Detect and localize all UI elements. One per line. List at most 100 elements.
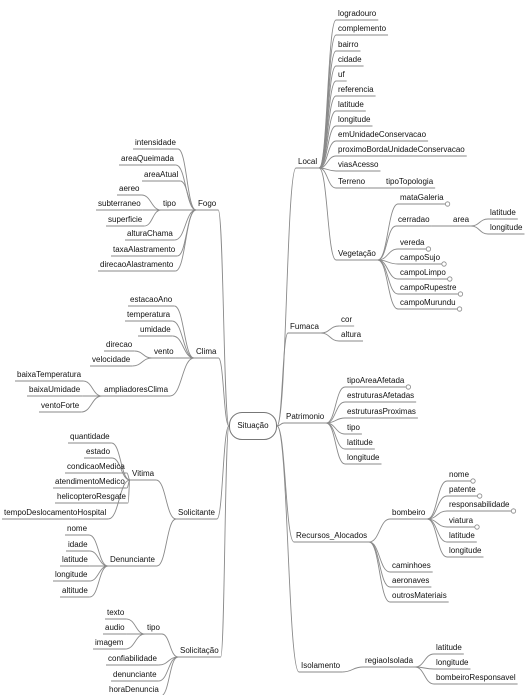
node-vitima-condicaomedica[interactable]: condicaoMedica (67, 462, 125, 471)
node-clima-vento[interactable]: vento (154, 347, 174, 356)
node-vegetacao-campolimpo[interactable]: campoLimpo (400, 268, 446, 277)
node-fogo-intensidade[interactable]: intensidade (135, 138, 176, 147)
node-fogo-direcaoalastramento[interactable]: direcaoAlastramento (100, 260, 174, 269)
node-local-proximobordaunidadeconservacao[interactable]: proximoBordaUnidadeConservacao (338, 145, 465, 154)
collapsed-dot-74[interactable] (447, 276, 453, 282)
node-recursos[interactable]: Recursos_Alocados (296, 531, 368, 540)
node-denunciante-latitude[interactable]: latitude (62, 555, 88, 564)
node-fogo-tipo-superficie[interactable]: superficie (108, 215, 143, 224)
node-recursos-bombeiro[interactable]: bombeiro (392, 508, 426, 517)
node-bombeiro-patente[interactable]: patente (449, 485, 476, 494)
node-local-vegetacao[interactable]: Vegetação (338, 249, 376, 258)
node-vitima-tempodeslocamentohospital[interactable]: tempoDeslocamentoHospital (4, 508, 107, 517)
node-vegetacao-vereda[interactable]: vereda (400, 238, 425, 247)
node-vegetacao-camposujo[interactable]: campoSujo (400, 253, 441, 262)
node-bombeiro-latitude[interactable]: latitude (449, 531, 475, 540)
node-local-terreno[interactable]: Terreno (338, 177, 366, 186)
node-recursos-caminhoes[interactable]: caminhoes (392, 561, 431, 570)
node-vegetacao-campomurundu[interactable]: campoMurundu (400, 298, 456, 307)
node-recursos-outrosmateriais[interactable]: outrosMateriais (392, 591, 447, 600)
node-vitima-quantidade[interactable]: quantidade (70, 432, 110, 441)
node-solicitacao[interactable]: Solicitação (180, 646, 219, 655)
node-local-emunidadeconservacao[interactable]: emUnidadeConservacao (338, 130, 427, 139)
node-bombeiro-nome[interactable]: nome (449, 470, 470, 479)
node-bombeiro-longitude[interactable]: longitude (449, 546, 482, 555)
node-denunciante-altitude[interactable]: altitude (62, 586, 88, 595)
collapsed-dot-119[interactable] (477, 493, 483, 499)
node-local-viasacesso[interactable]: viasAcesso (338, 160, 379, 169)
collapsed-dot-118[interactable] (470, 478, 476, 484)
node-fogo-tipo-aereo[interactable]: aereo (119, 184, 140, 193)
node-clima-estacaoano[interactable]: estacaoAno (130, 295, 173, 304)
node-denunciante-idade[interactable]: idade (68, 540, 88, 549)
node-local-bairro[interactable]: bairro (338, 40, 359, 49)
node-clima-ampliadoresclima[interactable]: ampliadoresClima (104, 385, 169, 394)
node-solicitacao-imagem[interactable]: imagem (95, 638, 124, 647)
node-clima-baixatemperatura[interactable]: baixaTemperatura (17, 370, 82, 379)
node-isolamento[interactable]: Isolamento (301, 661, 341, 670)
node-area-latitude[interactable]: latitude (490, 208, 516, 217)
collapsed-dot-76[interactable] (456, 306, 463, 312)
collapsed-dot-71[interactable] (444, 201, 451, 207)
node-fumaca-altura[interactable]: altura (341, 330, 362, 339)
node-solicitacao-denunciante[interactable]: denunciante (113, 670, 157, 679)
node-bombeiro-responsabilidade[interactable]: responsabilidade (449, 500, 510, 509)
node-fogo-areaqueimada[interactable]: areaQueimada (121, 154, 174, 163)
node-fumaca-cor[interactable]: cor (341, 315, 353, 324)
node-patrimonio-estruturasproximas[interactable]: estruturasProximas (347, 407, 416, 416)
node-fogo-areaatual[interactable]: areaAtual (144, 170, 179, 179)
node-fogo[interactable]: Fogo (198, 199, 217, 208)
node-vegetacao-camporupestre[interactable]: campoRupestre (400, 283, 457, 292)
root-node[interactable]: Situação (229, 412, 277, 440)
node-patrimonio-tipo[interactable]: tipo (347, 423, 360, 432)
node-clima-temperatura[interactable]: temperatura (127, 310, 171, 319)
node-patrimonio-tipoareaafetada[interactable]: tipoAreaAfetada (347, 376, 405, 385)
node-fogo-tipo[interactable]: tipo (163, 199, 176, 208)
node-patrimonio-longitude[interactable]: longitude (347, 453, 380, 462)
node-clima-ventoforte[interactable]: ventoForte (41, 401, 80, 410)
node-vegetacao-cerradao[interactable]: cerradao (398, 215, 430, 224)
node-solicitacao-horadenuncia[interactable]: horaDenuncia (109, 685, 159, 694)
collapsed-dot-73[interactable] (441, 261, 447, 267)
node-denunciante-nome[interactable]: nome (67, 524, 88, 533)
collapsed-dot-120[interactable] (510, 508, 517, 514)
node-solicitacao-confiabilidade[interactable]: confiabilidade (108, 654, 157, 663)
node-cerradao-area[interactable]: area (453, 215, 470, 224)
node-patrimonio-estruturasafetadas[interactable]: estruturasAfetadas (347, 391, 415, 400)
node-local-uf[interactable]: uf (338, 70, 345, 79)
node-terreno-tipotopologia[interactable]: tipoTopologia (386, 177, 434, 186)
node-patrimonio[interactable]: Patrimonio (286, 412, 325, 421)
node-local-logradouro[interactable]: logradouro (338, 9, 377, 18)
node-regiao-bombeiroresponsavel[interactable]: bombeiroResponsavel (436, 673, 516, 682)
node-patrimonio-latitude[interactable]: latitude (347, 438, 373, 447)
node-local-complemento[interactable]: complemento (338, 24, 387, 33)
collapsed-dot-75[interactable] (457, 291, 464, 297)
node-local-cidade[interactable]: cidade (338, 55, 362, 64)
node-bombeiro-viatura[interactable]: viatura (449, 516, 474, 525)
node-denunciante-longitude[interactable]: longitude (55, 570, 88, 579)
node-clima-umidade[interactable]: umidade (140, 325, 171, 334)
node-clima-vento-velocidade[interactable]: velocidade (92, 355, 131, 364)
node-solicitacao-tipo[interactable]: tipo (147, 623, 160, 632)
node-fogo-taxaalastramento[interactable]: taxaAlastramento (113, 245, 176, 254)
node-clima-baixaumidade[interactable]: baixaUmidade (29, 385, 81, 394)
node-isolamento-regiaoisolada[interactable]: regiaoIsolada (365, 656, 414, 665)
node-local-referencia[interactable]: referencia (338, 85, 374, 94)
node-vitima-helicopteroresgate[interactable]: helicopteroResgate (57, 492, 126, 501)
collapsed-dot-121[interactable] (474, 524, 480, 530)
node-vegetacao-matagaleria[interactable]: mataGaleria (400, 193, 444, 202)
node-regiao-longitude[interactable]: longitude (436, 658, 469, 667)
node-denunciante[interactable]: Denunciante (110, 555, 155, 564)
node-fumaca[interactable]: Fumaca (290, 322, 319, 331)
node-local[interactable]: Local (298, 157, 318, 166)
node-regiao-latitude[interactable]: latitude (436, 643, 462, 652)
node-fogo-alturachama[interactable]: alturaChama (127, 229, 173, 238)
node-vitima-estado[interactable]: estado (86, 447, 111, 456)
node-local-longitude[interactable]: longitude (338, 115, 371, 124)
node-vitima[interactable]: Vitima (132, 469, 155, 478)
collapsed-dot-72[interactable] (425, 246, 432, 252)
node-fogo-tipo-subterraneo[interactable]: subterraneo (98, 199, 141, 208)
node-vitima-atendimentomedico[interactable]: atendimentoMedico (55, 477, 125, 486)
node-recursos-aeronaves[interactable]: aeronaves (392, 576, 430, 585)
node-clima-vento-direcao[interactable]: direcao (106, 340, 133, 349)
